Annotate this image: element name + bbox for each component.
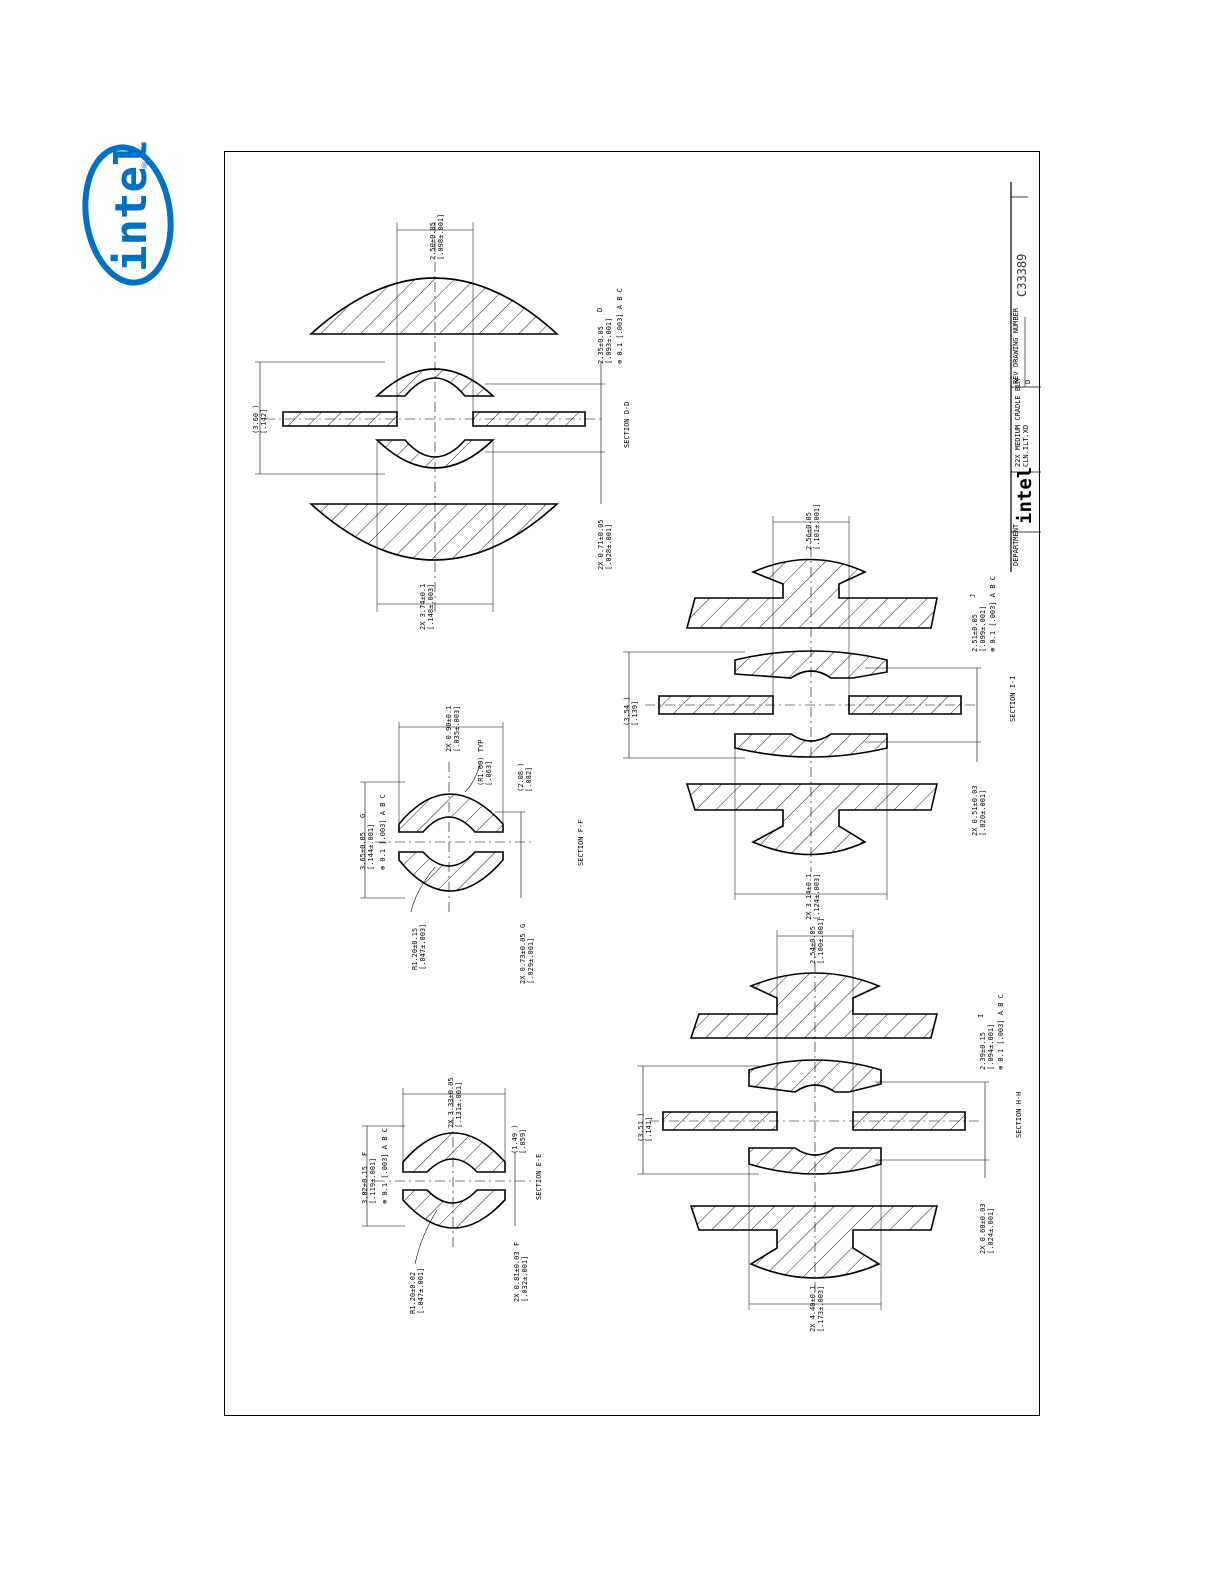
dd-bottom-lens	[308, 503, 560, 561]
section-d-d: 2.50±0.05[.098±.001] (3.60 )[.142] 2.35±…	[252, 214, 631, 630]
dd-lower-ring	[375, 439, 495, 469]
ff-radius-dim: R1.20±0.15[.047±.003]	[411, 924, 427, 970]
ff-radius-typ: (R1.60) TYP[.063]	[477, 740, 493, 786]
dd-slot-datum: D	[596, 308, 604, 312]
hh-overall-height-dim: (3.51 )[.141]	[637, 1112, 653, 1142]
ii-lower-ring	[734, 733, 888, 758]
logo-swoosh	[82, 144, 174, 286]
ii-section-label: SECTION I-I	[1009, 676, 1017, 722]
dd-bottom-width-dim: 2X 3.74±0.1[.148±.003]	[419, 584, 435, 630]
title-line-1: 22X MEDIUM CRADLE BLM	[1014, 378, 1022, 467]
hh-gap-dim: 2X 0.60±0.03[.024±.001]	[979, 1203, 995, 1254]
ff-section-label: SECTION F-F	[577, 820, 585, 866]
ee-side-dim: (1.49 )[.059]	[511, 1124, 527, 1154]
dd-top-width-dim: 2.50±0.05[.098±.001]	[429, 214, 445, 260]
intel-logo: intel ®	[82, 140, 174, 286]
ee-section-label: SECTION E-E	[535, 1154, 543, 1200]
ff-lower-ring	[398, 851, 504, 892]
drawing-sheet: DEPARTMENT intel 22X MEDIUM CRADLE BLM C…	[224, 151, 1041, 1416]
hh-slot-fcf: ⊕ 0.1 [.003] A B C	[997, 994, 1005, 1070]
ff-datum: G	[359, 814, 367, 818]
ff-gap-dim: 2X 0.73±0.05[.029±.001]	[519, 933, 535, 984]
logo-text: intel	[106, 140, 157, 272]
title-size-value: D	[1024, 380, 1032, 384]
ii-left-bar	[658, 695, 774, 715]
dd-top-lens	[308, 277, 560, 335]
dd-section-label: SECTION D-D	[623, 402, 631, 448]
title-drawing-number-label: DRAWING NUMBER	[1012, 307, 1020, 367]
ii-overall-height-dim: (3.54 )[.139]	[623, 696, 639, 726]
dd-overall-height-dim: (3.60 )[.142]	[252, 404, 268, 434]
title-block: DEPARTMENT intel 22X MEDIUM CRADLE BLM C…	[1010, 182, 1041, 572]
ii-bottom-width-dim: 2X 3.14±0.1[.124±.003]	[805, 874, 821, 920]
ff-gap-datum: G	[519, 924, 527, 928]
ff-upper-ring	[398, 793, 504, 833]
hh-bottom-width-dim: 2X 4.40±0.1[.173±.003]	[809, 1286, 825, 1332]
ii-slot-dim: 2.51±0.05[.099±.001]	[971, 606, 987, 652]
ee-lower-ring	[402, 1189, 506, 1229]
ii-bottom-cap	[685, 783, 939, 856]
section-f-f: 2X 0.90±0.1[.035±.003] (R1.60) TYP[.063]…	[359, 706, 585, 984]
ff-height-dim: 3.65±0.05[.144±.001]	[359, 824, 375, 870]
title-line-2: CLN.ILT.XD	[1022, 425, 1030, 467]
logo-registered: ®	[140, 161, 151, 168]
ee-gap-datum: F	[513, 1242, 521, 1246]
section-h-h: 2.54±0.05[.100±.001] (3.51 )[.141] 2.39±…	[637, 918, 1023, 1332]
title-drawing-number: C33389	[1015, 254, 1029, 297]
ii-gap-dim: 2X 0.51±0.03[.020±.001]	[971, 785, 987, 836]
dd-gap-dim: 2X 0.71±0.05[.028±.001]	[597, 519, 613, 570]
ee-datum: F	[361, 1152, 369, 1156]
ii-top-cap	[685, 558, 938, 629]
ff-side-dim: (2.08 )[.082]	[517, 762, 533, 792]
title-logo-text: intel	[1014, 467, 1036, 524]
ee-upper-ring	[402, 1132, 506, 1173]
dd-slot-fcf: ⊕ 0.1 [.003] A B C	[616, 288, 624, 364]
ff-fcf: ⊕ 0.1 [.003] A B C	[379, 794, 387, 870]
ee-fcf: ⊕ 0.1 [.003] A B C	[381, 1128, 389, 1204]
dd-upper-ring	[374, 368, 496, 397]
hh-top-width-dim: 2.54±0.05[.100±.001]	[809, 918, 825, 964]
ee-height-dim: 3.02±0.15[.119±.001]	[361, 1158, 377, 1204]
hh-section-label: SECTION H-H	[1015, 1092, 1023, 1138]
ii-top-width-dim: 2.56±0.05[.101±.001]	[805, 504, 821, 550]
ii-slot-datum: J	[969, 594, 977, 598]
ii-slot-fcf: ⊕ 0.1 [.003] A B C	[989, 576, 997, 652]
hh-top-cap	[689, 972, 939, 1039]
section-e-e: 2X 3.33±0.05[.131±.001] 3.02±0.15[.119±.…	[361, 1077, 543, 1314]
dd-slot-dim: 2.35±0.05[.093±.001]	[597, 318, 613, 364]
ee-width-dim: 2X 3.33±0.05[.131±.001]	[447, 1077, 463, 1128]
hh-slot-dim: 2.39±0.15[.094±.001]	[979, 1024, 995, 1070]
hh-bottom-cap	[689, 1205, 939, 1279]
ee-radius-dim: R1.20±0.02[.047±.001]	[409, 1268, 425, 1314]
title-size-label: REV	[1012, 371, 1020, 384]
ee-gap-dim: 2X 0.81±0.03[.032±.001]	[513, 1251, 529, 1302]
ff-width-dim: 2X 0.90±0.1[.035±.003]	[445, 706, 461, 752]
hh-slot-datum: I	[977, 1014, 985, 1018]
drawing-canvas: DEPARTMENT intel 22X MEDIUM CRADLE BLM C…	[252, 182, 1041, 1332]
hh-left-bar	[662, 1111, 778, 1131]
title-department-label: DEPARTMENT	[1012, 523, 1020, 566]
section-i-i: 2.56±0.05[.101±.001] (3.54 )[.139] 2.51±…	[623, 504, 1017, 920]
